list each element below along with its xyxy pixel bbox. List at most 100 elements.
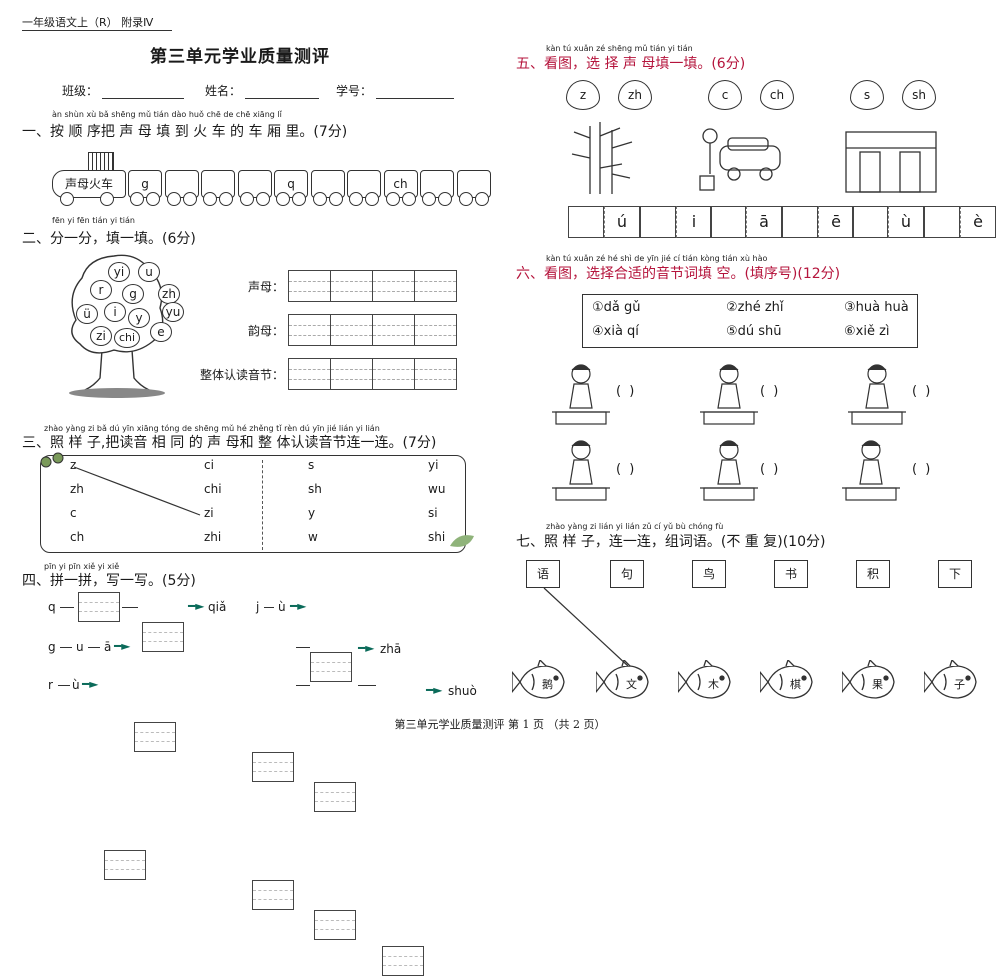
answer-cell[interactable] <box>414 358 457 390</box>
answer-paren[interactable]: ( ) <box>912 384 933 399</box>
blank-cell[interactable] <box>710 206 746 238</box>
s6-title: 六、看图，选择合适的音节词填 空。(填序号)(12分) <box>516 266 841 282</box>
q2-start: j <box>256 600 260 614</box>
s2-answer-grid[interactable] <box>288 270 457 302</box>
answer-paren[interactable]: ( ) <box>760 384 781 399</box>
name-field[interactable]: 姓名： <box>205 82 320 99</box>
s3-syllable[interactable]: yi <box>428 458 439 472</box>
blank-cell[interactable] <box>640 206 676 238</box>
s3-syllable[interactable]: chi <box>204 482 222 496</box>
blank-cell[interactable] <box>924 206 960 238</box>
s3-syllable[interactable]: shi <box>428 530 446 544</box>
s2-answer-grid[interactable] <box>288 358 457 390</box>
write-box[interactable] <box>314 782 356 812</box>
syllable-box[interactable]: ù <box>852 206 924 238</box>
s3-syllable[interactable]: ci <box>204 458 214 472</box>
answer-cell[interactable] <box>330 314 372 346</box>
wheel <box>203 192 217 206</box>
syllable-box[interactable]: ú <box>568 206 640 238</box>
s2-answer-grid[interactable] <box>288 314 457 346</box>
apple-letter: e <box>150 322 172 342</box>
answer-paren[interactable]: ( ) <box>616 384 637 399</box>
write-box[interactable] <box>252 752 294 782</box>
write-box[interactable] <box>78 592 120 622</box>
peach-option[interactable]: s <box>850 80 884 110</box>
write-box[interactable] <box>314 910 356 940</box>
s3-syllable[interactable]: si <box>428 506 438 520</box>
syllable-box[interactable]: è <box>924 206 996 238</box>
syllable-box[interactable]: ā <box>710 206 782 238</box>
s3-syllable[interactable]: zh <box>70 482 84 496</box>
answer-cell[interactable] <box>372 314 414 346</box>
write-box[interactable] <box>104 850 146 880</box>
id-field[interactable]: 学号： <box>336 82 455 99</box>
write-box[interactable] <box>252 880 294 910</box>
answer-cell[interactable] <box>414 270 457 302</box>
answer-cell[interactable] <box>288 358 330 390</box>
fish-icon[interactable] <box>760 660 820 704</box>
wheel <box>474 192 489 206</box>
s7-char-box[interactable]: 鸟 <box>692 560 726 588</box>
s7-char-box[interactable]: 语 <box>526 560 560 588</box>
s6-pic-folding <box>552 440 610 501</box>
s7-char-box[interactable]: 句 <box>610 560 644 588</box>
answer-cell[interactable] <box>372 270 414 302</box>
answer-cell[interactable] <box>372 358 414 390</box>
s3-syllable[interactable]: zhi <box>204 530 222 544</box>
s7-char-box[interactable]: 积 <box>856 560 890 588</box>
s3-syllable[interactable]: w <box>308 530 318 544</box>
answer-cell[interactable] <box>288 314 330 346</box>
fish-icon[interactable] <box>596 660 656 704</box>
s3-syllable[interactable]: wu <box>428 482 446 496</box>
blank-cell[interactable] <box>852 206 888 238</box>
class-field[interactable]: 班级： <box>62 82 185 99</box>
answer-paren[interactable]: ( ) <box>616 462 637 477</box>
write-box[interactable] <box>142 622 184 652</box>
fish-char: 文 <box>626 678 637 691</box>
wheel <box>166 192 181 206</box>
syllable-box[interactable]: ē <box>782 206 854 238</box>
answer-cell[interactable] <box>288 270 330 302</box>
fish-icon[interactable] <box>512 660 572 704</box>
fish-icon[interactable] <box>678 660 738 704</box>
q4-end: zhā <box>380 642 402 656</box>
apple-letter: chi <box>114 328 140 348</box>
s3-syllable[interactable]: z <box>70 458 77 472</box>
peach-option[interactable]: ch <box>760 80 794 110</box>
s3-syllable[interactable]: sh <box>308 482 322 496</box>
wheel <box>100 192 114 206</box>
s3-syllable[interactable]: c <box>70 506 77 520</box>
fish-icon[interactable] <box>842 660 902 704</box>
s3-syllable[interactable]: ch <box>70 530 85 544</box>
write-box[interactable] <box>310 652 352 682</box>
wheel <box>182 192 197 206</box>
vowel-cell: ù <box>888 206 924 238</box>
s7-char-box[interactable]: 下 <box>938 560 972 588</box>
peach-option[interactable]: c <box>708 80 742 110</box>
vowel-cell: ú <box>604 206 640 238</box>
write-box[interactable] <box>382 946 424 976</box>
peach-option[interactable]: zh <box>618 80 652 110</box>
apple-letter: g <box>122 284 144 304</box>
wheel <box>312 192 327 206</box>
peach-option[interactable]: z <box>566 80 600 110</box>
s3-syllable[interactable]: zi <box>204 506 214 520</box>
s7-char-box[interactable]: 书 <box>774 560 808 588</box>
answer-cell[interactable] <box>330 270 372 302</box>
answer-paren[interactable]: ( ) <box>760 462 781 477</box>
answer-cell[interactable] <box>414 314 457 346</box>
syllable-box[interactable]: i <box>640 206 712 238</box>
answer-paren[interactable]: ( ) <box>912 462 933 477</box>
fish-icon[interactable] <box>924 660 984 704</box>
peach-option[interactable]: sh <box>902 80 936 110</box>
answer-cell[interactable] <box>330 358 372 390</box>
s3-syllable[interactable]: y <box>308 506 316 520</box>
blank-cell[interactable] <box>782 206 818 238</box>
wheel <box>438 192 452 206</box>
s2-title: 二、分一分，填一填。(6分) <box>22 231 196 247</box>
name-label: 姓名： <box>205 84 242 98</box>
s3-syllable[interactable]: s <box>308 458 315 472</box>
blank-cell[interactable] <box>568 206 604 238</box>
arrow-icon: ━► <box>188 599 205 613</box>
s5-illustrations <box>571 122 937 194</box>
